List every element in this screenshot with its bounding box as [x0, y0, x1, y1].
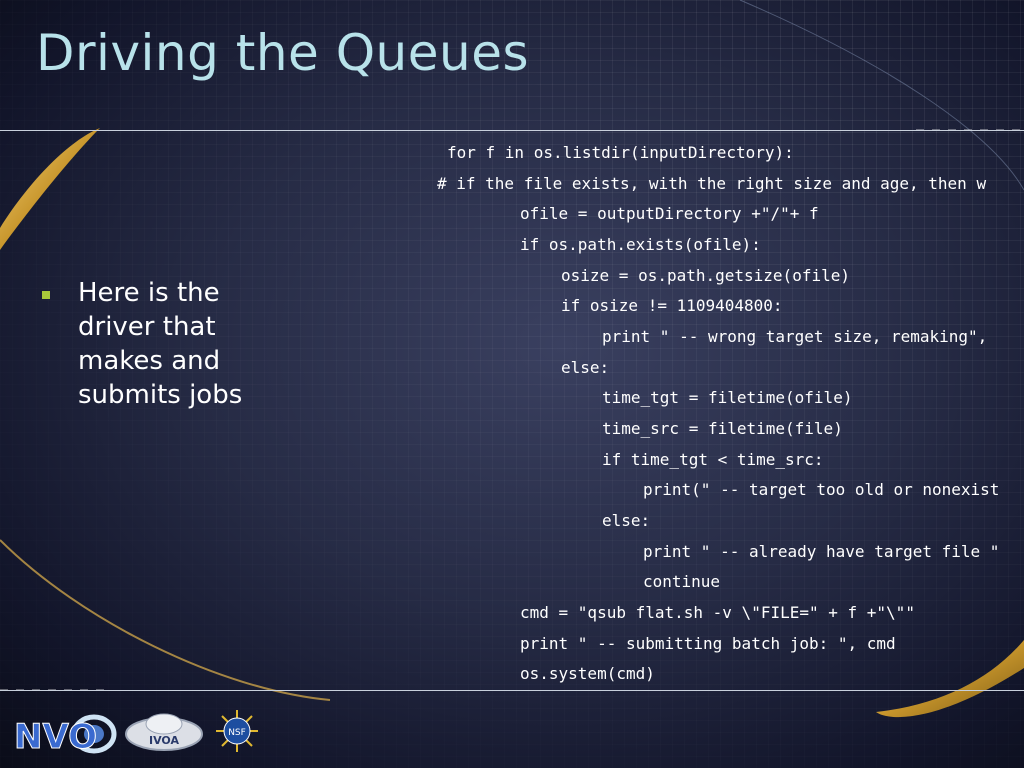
nvo-logo: NVO: [14, 714, 117, 758]
code-line: cmd = "qsub flat.sh -v \"FILE=" + f +"\"…: [520, 603, 915, 622]
code-block: for f in os.listdir(inputDirectory): # i…: [0, 138, 1024, 690]
svg-text:IVOA: IVOA: [149, 734, 179, 747]
thin-arc-upper-right: [739, 0, 1024, 191]
nsf-logo: NSF: [216, 710, 258, 752]
code-line: if time_tgt < time_src:: [602, 450, 824, 469]
ivoa-logo: IVOA: [125, 713, 203, 751]
code-line: print " -- submitting batch job: ", cmd: [520, 634, 896, 653]
code-line: print " -- wrong target size, remaking",: [602, 327, 988, 346]
bullet-item: Here is the driver that makes and submit…: [42, 276, 282, 412]
code-line: time_src = filetime(file): [602, 419, 843, 438]
square-bullet-icon: [42, 291, 50, 299]
svg-text:NVO: NVO: [14, 717, 97, 757]
gold-arc-right: [876, 640, 1024, 718]
code-line: else:: [561, 358, 610, 377]
bullet-text: Here is the driver that makes and submit…: [78, 278, 243, 410]
top-rule: [0, 130, 1024, 131]
thin-arc-lower-left: [0, 539, 331, 701]
code-line: else:: [602, 511, 651, 530]
code-line: ofile = outputDirectory +"/"+ f: [520, 204, 819, 223]
code-line: # if the file exists, with the right siz…: [437, 174, 987, 193]
code-line: os.system(cmd): [520, 664, 655, 683]
code-line: continue: [643, 572, 721, 591]
code-line: for f in os.listdir(inputDirectory):: [447, 143, 794, 162]
slide-title: Driving the Queues: [36, 24, 530, 82]
code-line: osize = os.path.getsize(ofile): [561, 266, 850, 285]
bullet-list: Here is the driver that makes and submit…: [42, 276, 282, 412]
bottom-rule: [0, 690, 1024, 691]
code-line: if osize != 1109404800:: [561, 296, 783, 315]
svg-text:NSF: NSF: [228, 728, 246, 738]
code-line: if os.path.exists(ofile):: [520, 235, 761, 254]
code-line: print(" -- target too old or nonexist: [643, 480, 1000, 499]
code-line: print " -- already have target file ": [643, 542, 1000, 561]
code-line: time_tgt = filetime(ofile): [602, 388, 853, 407]
